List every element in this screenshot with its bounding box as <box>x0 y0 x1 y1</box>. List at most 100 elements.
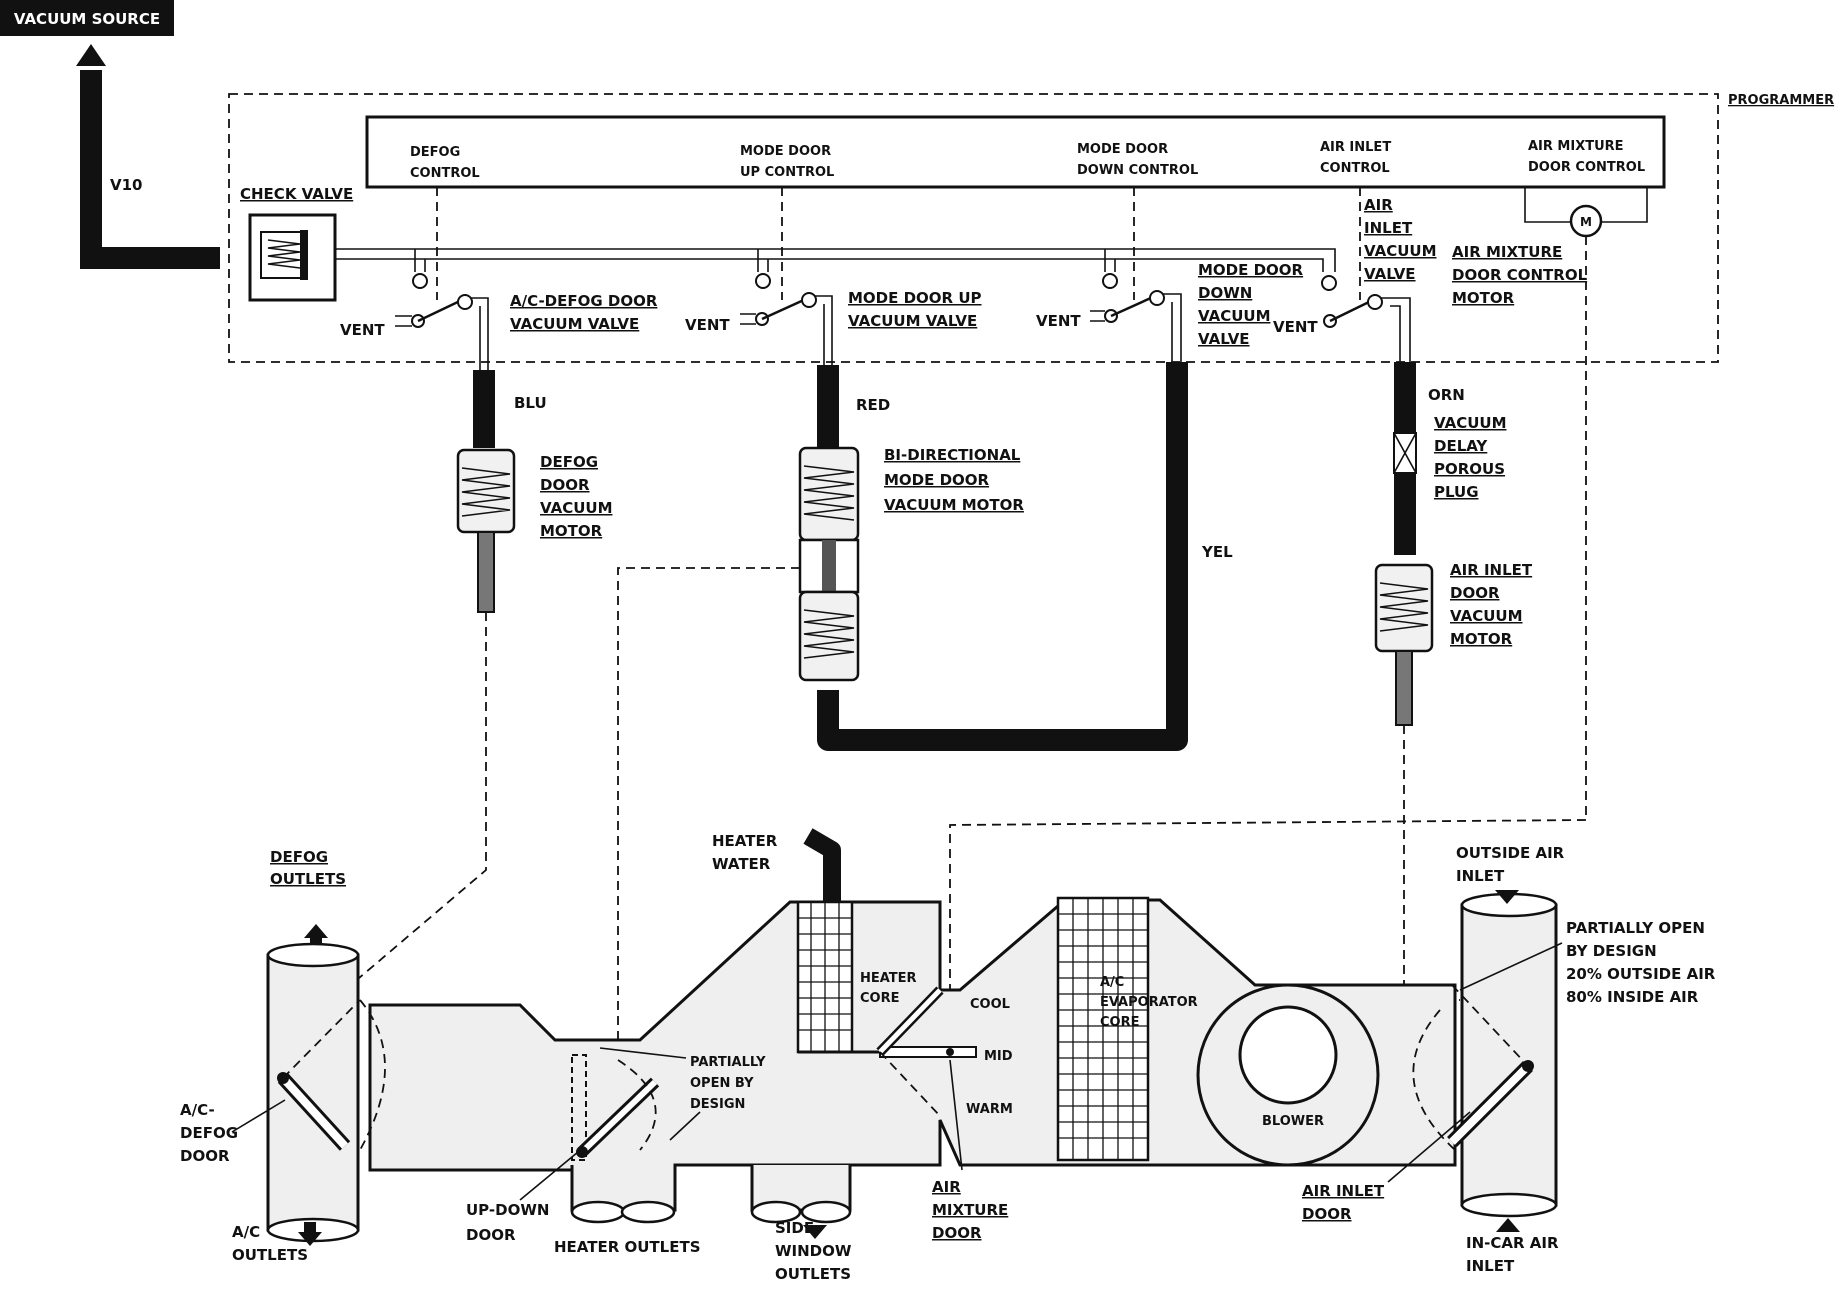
case-ac-outlets-1-label: A/C <box>232 1223 260 1241</box>
motors-bidir-1-label: BI-DIRECTIONAL <box>884 446 1021 464</box>
case-defog-outlets-2-label: OUTLETS <box>270 870 346 888</box>
case-airinletdoor-1-label: AIR INLET <box>1302 1182 1385 1200</box>
case-defog-outlets-1-label: DEFOG <box>270 848 328 866</box>
case-heater-core-2-label: CORE <box>860 991 899 1006</box>
valves-modedown-1-label: MODE DOOR <box>1198 261 1304 279</box>
valves-airmix-2-label: DOOR CONTROL <box>1452 266 1588 284</box>
valves-modeup-1-label: MODE DOOR UP <box>848 289 982 307</box>
case-partially-2-label: OPEN BY <box>690 1076 754 1091</box>
case-heater-core-1-label: HEATER <box>860 971 917 986</box>
blu-hose-label: BLU <box>514 394 547 412</box>
case-side-3-label: OUTLETS <box>775 1265 851 1283</box>
bidirectional-mode-door-vacuum-motor <box>798 446 860 682</box>
motors-defog-3-label: VACUUM <box>540 499 613 517</box>
case-mid-label: MID <box>984 1049 1013 1064</box>
vacuum-source-label: VACUUM SOURCE <box>14 10 160 28</box>
valves-airinlet-4-label: VALVE <box>1364 265 1416 283</box>
case-popen-4-label: 80% INSIDE AIR <box>1566 988 1699 1006</box>
vacuum-source-arrow-icon <box>76 44 106 66</box>
mode-up-control-label-2: UP CONTROL <box>740 165 834 180</box>
case-heater-outlets-label: HEATER OUTLETS <box>554 1238 701 1256</box>
outside-air-arrow-icon <box>1495 890 1519 904</box>
mode-down-control-label: MODE DOOR <box>1077 142 1168 157</box>
air-inlet-control-label: AIR INLET <box>1320 140 1391 155</box>
air-inlet-door-vacuum-motor <box>1374 563 1434 726</box>
mode-down-vacuum-valve <box>1090 290 1182 362</box>
red-hose-label: RED <box>856 396 890 414</box>
case-evap-2-label: EVAPORATOR <box>1100 995 1198 1010</box>
case-popen-2-label: BY DESIGN <box>1566 942 1657 960</box>
vacuum-source-box <box>0 0 174 36</box>
case-evap-3-label: CORE <box>1100 1015 1139 1030</box>
vent-label-4: VENT <box>1273 318 1318 336</box>
valves-acdefog-2-label: VACUUM VALVE <box>510 315 639 333</box>
vent-label-2: VENT <box>685 316 730 334</box>
case-acdefog-door-3-label: DOOR <box>180 1147 230 1165</box>
valves-acdefog-1-label: A/C-DEFOG DOOR <box>510 292 658 310</box>
v10-label: V10 <box>110 176 142 194</box>
air-mix-control-label: AIR MIXTURE <box>1528 139 1624 154</box>
motors-delay-3-label: POROUS <box>1434 460 1505 478</box>
air-mixture-motor-symbol: M <box>1580 215 1592 229</box>
case-partially-3-label: DESIGN <box>690 1097 745 1112</box>
defog-door-vacuum-motor <box>456 448 516 613</box>
motors-bidir-3-label: VACUUM MOTOR <box>884 496 1024 514</box>
case-cool-label: COOL <box>970 997 1010 1012</box>
acdefog-vacuum-valve <box>395 294 489 372</box>
case-airmixdoor-1-label: AIR <box>932 1178 961 1196</box>
programmer-boundary <box>228 93 1719 363</box>
case-airinletdoor-2-label: DOOR <box>1302 1205 1352 1223</box>
case-evap-1-label: A/C <box>1100 975 1124 990</box>
programmer-control-bar <box>365 115 1666 189</box>
yel-hose <box>817 362 1188 751</box>
mode-up-vacuum-valve <box>740 292 833 367</box>
valves-airinlet-2-label: INLET <box>1364 219 1413 237</box>
blower-label: BLOWER <box>1262 1114 1324 1129</box>
ac-arrow-down-icon <box>298 1232 322 1246</box>
heater-water-pipe <box>803 828 841 902</box>
valves-airinlet-1-label: AIR <box>1364 196 1393 214</box>
vent-label-3: VENT <box>1036 312 1081 330</box>
case-side-1-label: SIDE <box>775 1219 814 1237</box>
case-ac-outlets-2-label: OUTLETS <box>232 1246 308 1264</box>
motors-delay-2-label: DELAY <box>1434 437 1488 455</box>
air-inlet-vacuum-valve <box>1323 294 1411 362</box>
case-updown-2-label: DOOR <box>466 1226 516 1244</box>
motors-defog-4-label: MOTOR <box>540 522 603 540</box>
valves-modedown-4-label: VALVE <box>1198 330 1250 348</box>
case-airmixdoor-3-label: DOOR <box>932 1224 982 1242</box>
case-outside-1-label: OUTSIDE AIR <box>1456 844 1565 862</box>
case-side-2-label: WINDOW <box>775 1242 852 1260</box>
case-incar-2-label: INLET <box>1466 1257 1515 1275</box>
case-warm-label: WARM <box>966 1102 1013 1117</box>
case-acdefog-door-2-label: DEFOG <box>180 1124 238 1142</box>
check-valve-label: CHECK VALVE <box>240 185 353 203</box>
case-heater-water-1-label: HEATER <box>712 832 778 850</box>
motors-delay-4-label: PLUG <box>1434 483 1479 501</box>
vent-label-1: VENT <box>340 321 385 339</box>
valves-modedown-2-label: DOWN <box>1198 284 1252 302</box>
orn-hose-label: ORN <box>1428 386 1465 404</box>
vacuum-source-hose <box>80 70 220 269</box>
mode-down-control-label-2: DOWN CONTROL <box>1077 163 1198 178</box>
case-acdefog-door-1-label: A/C- <box>180 1101 215 1119</box>
motors-bidir-2-label: MODE DOOR <box>884 471 990 489</box>
case-popen-1-label: PARTIALLY OPEN <box>1566 919 1705 937</box>
air-inlet-control-label-2: CONTROL <box>1320 161 1390 176</box>
air-mix-control-label-2: DOOR CONTROL <box>1528 160 1645 175</box>
valves-airmix-3-label: MOTOR <box>1452 289 1515 307</box>
motors-airinlet-4-label: MOTOR <box>1450 630 1513 648</box>
motors-defog-1-label: DEFOG <box>540 453 598 471</box>
in-car-air-arrow-icon <box>1496 1218 1520 1232</box>
case-popen-3-label: 20% OUTSIDE AIR <box>1566 965 1716 983</box>
valves-modedown-3-label: VACUUM <box>1198 307 1271 325</box>
side-window-arrow-icon <box>803 1225 827 1239</box>
yel-hose-label: YEL <box>1201 543 1233 561</box>
defog-arrow-up-icon <box>304 924 328 938</box>
case-partially-1-label: PARTIALLY <box>690 1055 766 1070</box>
valves-modeup-2-label: VACUUM VALVE <box>848 312 977 330</box>
valves-airinlet-3-label: VACUUM <box>1364 242 1437 260</box>
defog-control-label-2: CONTROL <box>410 166 480 181</box>
mode-up-control-label: MODE DOOR <box>740 144 831 159</box>
motors-airinlet-3-label: VACUUM <box>1450 607 1523 625</box>
